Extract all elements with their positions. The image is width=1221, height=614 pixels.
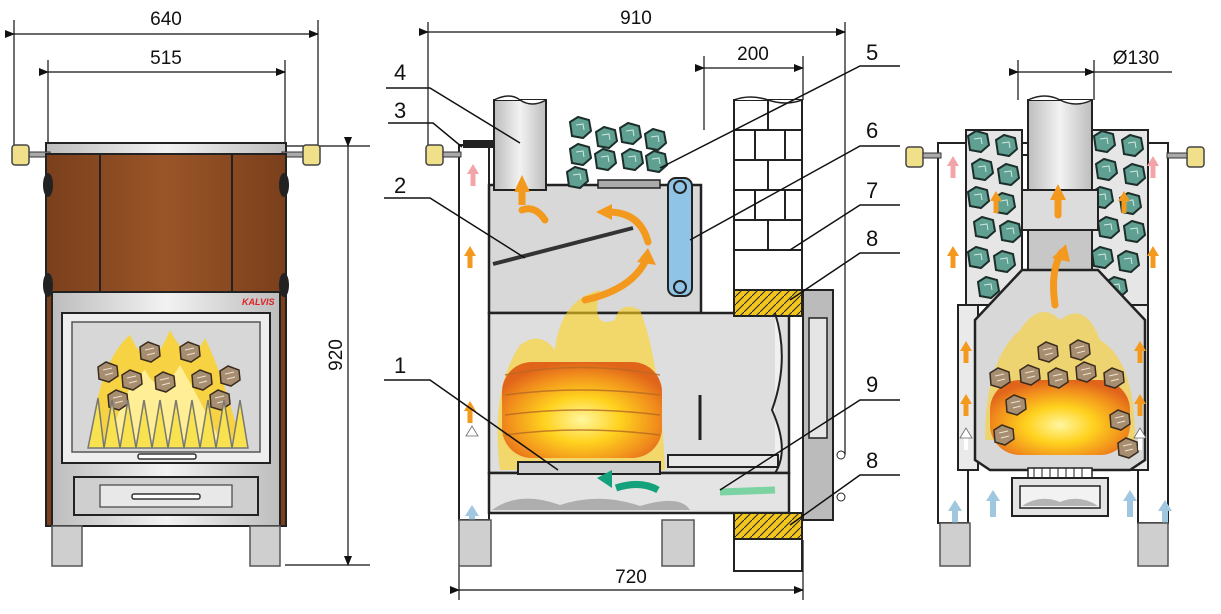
dimension-910-label: 910 [620, 8, 652, 29]
callout-8-top: 8 [866, 226, 878, 251]
callout-9: 9 [866, 372, 878, 397]
dimension-920-label: 920 [326, 339, 347, 371]
dimension-diameter-label: Ø130 [1113, 48, 1159, 69]
callout-2: 2 [394, 173, 406, 198]
dimension-200-label: 200 [737, 44, 769, 65]
side-section-view: Ø130 [905, 48, 1205, 567]
dimension-640-label: 640 [150, 9, 182, 30]
callout-8-bottom: 8 [866, 448, 878, 473]
section-view: 910 200 720 [384, 8, 900, 600]
callout-3: 3 [394, 98, 406, 123]
callout-1: 1 [394, 353, 406, 378]
water-tank [667, 177, 693, 297]
callout-6: 6 [866, 118, 878, 143]
callout-5: 5 [866, 40, 878, 65]
chimney-pipe [493, 99, 547, 191]
front-view: 640 515 920 KALVIS [5, 9, 370, 567]
dimension-515-label: 515 [150, 48, 182, 69]
callout-7: 7 [866, 178, 878, 203]
brand-label: KALVIS [242, 297, 275, 307]
callout-4: 4 [394, 60, 406, 85]
dimension-720-label: 720 [615, 567, 647, 588]
